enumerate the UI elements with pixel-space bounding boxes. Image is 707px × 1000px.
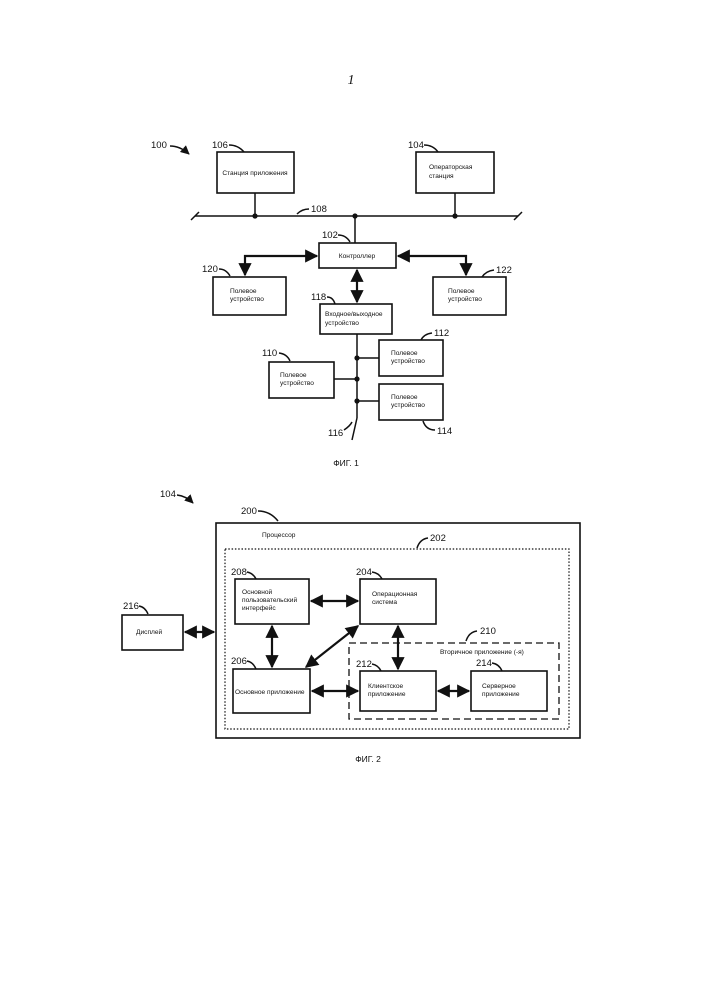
secondary-apps-label: Вторичное приложение (-я) (440, 649, 524, 656)
controller-to-field-122-arrow (398, 256, 466, 275)
field-device-112-label-1: Полевое (391, 350, 418, 357)
field-device-122-label-2: устройство (448, 295, 482, 303)
ref-112-leader (421, 333, 432, 340)
ref-122-label: 122 (496, 265, 512, 276)
client-app-label-1: Клиентское (368, 683, 404, 690)
field-device-114-label-2: устройство (391, 401, 425, 409)
ref-214-label: 214 (476, 658, 492, 669)
ref-116-leader (344, 422, 352, 430)
ref-102-leader (338, 235, 350, 242)
ref-104-leader (424, 145, 438, 152)
operator-station-label-1: Операторская (429, 164, 473, 171)
junction-dot (252, 213, 257, 218)
field-bus-116-tail (352, 418, 357, 440)
os-label-2: система (372, 599, 397, 606)
application-station-label: Станция приложения (222, 170, 288, 177)
field-device-120-label-2: устройство (230, 295, 264, 303)
controller-to-field-120-arrow (245, 256, 317, 275)
ref-204-label: 204 (356, 567, 372, 578)
operator-station-label-2: станция (429, 173, 454, 180)
operator-station-box (416, 152, 494, 193)
server-app-label-1: Серверное (482, 683, 516, 690)
field-device-112-label-2: устройство (391, 357, 425, 365)
figure-2-caption: ФИГ. 2 (355, 754, 381, 764)
ref-210-label: 210 (480, 626, 496, 637)
ref-108-label: 108 (311, 204, 327, 215)
ref-108-leader (297, 209, 309, 214)
io-device-label-1: Входное/выходное (325, 311, 383, 318)
ref-104-fig2-label: 104 (160, 489, 176, 500)
ref-104-label: 104 (408, 140, 424, 151)
junction-dot (452, 213, 457, 218)
io-device-box (320, 304, 392, 334)
ref-122-leader (482, 270, 494, 277)
ref-106-label: 106 (212, 140, 228, 151)
ref-110-leader (279, 353, 290, 361)
ref-212-label: 212 (356, 659, 372, 670)
ref-100-arrow (170, 146, 189, 154)
ref-110-label: 110 (262, 348, 277, 359)
server-app-label-2: приложение (482, 691, 520, 698)
ref-106-leader (229, 145, 244, 152)
ref-216-label: 216 (123, 601, 139, 612)
main-ui-label-2: пользовательский (242, 596, 297, 604)
controller-label: Контроллер (339, 253, 376, 260)
ref-104-fig2-arrow (177, 495, 193, 503)
main-ui-label-1: Основной (242, 588, 273, 596)
ref-112-label: 112 (434, 328, 449, 339)
ref-120-label: 120 (202, 264, 218, 275)
ref-200-label: 200 (241, 506, 257, 517)
client-app-label-2: приложение (368, 691, 406, 698)
junction-dot (354, 398, 359, 403)
ref-202-label: 202 (430, 533, 446, 544)
page-number: 1 (348, 73, 355, 88)
ref-200-leader (258, 511, 278, 521)
ref-118-label: 118 (311, 292, 326, 303)
ref-118-leader (327, 297, 335, 304)
ref-114-label: 114 (437, 426, 452, 437)
field-device-122-label-1: Полевое (448, 288, 475, 295)
figure-1: 100 106 Станция приложения 104 Операторс… (151, 140, 522, 468)
os-label-1: Операционная (372, 591, 418, 598)
junction-dot (354, 355, 359, 360)
figure-2: 104 200 Процессор 202 216 Дисплей 208 Ос… (122, 489, 580, 764)
ref-102-label: 102 (322, 230, 338, 241)
main-ui-label-3: интерфейс (242, 604, 276, 612)
junction-dot (354, 376, 359, 381)
ref-208-label: 208 (231, 567, 247, 578)
ref-206-label: 206 (231, 656, 247, 667)
field-device-110-label-1: Полевое (280, 372, 307, 379)
field-device-114-label-1: Полевое (391, 394, 418, 401)
processor-label: Процессор (262, 532, 296, 539)
figure-1-caption: ФИГ. 1 (333, 458, 359, 468)
ref-120-leader (219, 269, 230, 276)
ref-116-label: 116 (328, 428, 343, 439)
io-device-label-2: устройство (325, 319, 359, 327)
field-device-110-label-2: устройство (280, 379, 314, 387)
main-app-label: Основное приложение (235, 689, 305, 696)
display-label: Дисплей (136, 628, 163, 636)
ref-114-leader (423, 421, 435, 430)
ref-100-label: 100 (151, 140, 167, 151)
ref-216-leader (139, 606, 148, 614)
field-device-120-label-1: Полевое (230, 288, 257, 295)
